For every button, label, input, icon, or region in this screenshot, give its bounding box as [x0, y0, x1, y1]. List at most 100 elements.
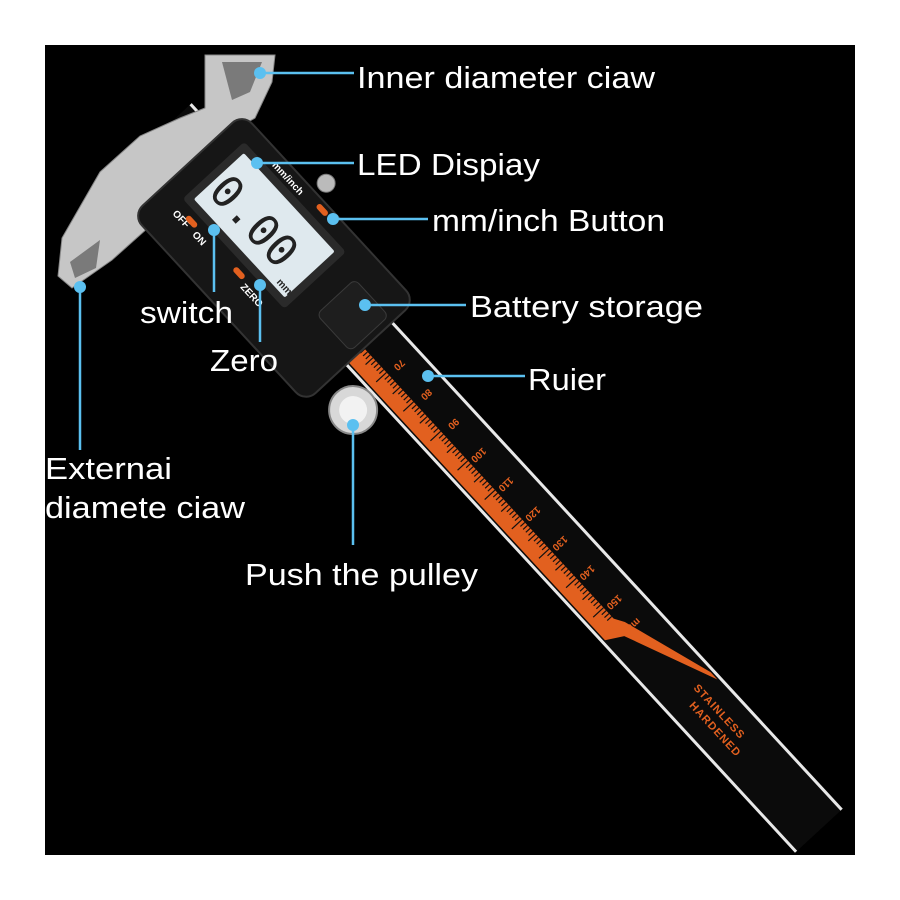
ruler-tick — [446, 445, 455, 454]
ruler-tick — [560, 566, 566, 572]
ruler-tick — [411, 404, 417, 410]
ruler-tick — [549, 554, 556, 560]
ruler-tick — [387, 377, 393, 383]
lcd-screen — [194, 153, 334, 297]
label-mm-inch-button: mm/inch Button — [432, 203, 665, 238]
label-pulley: Push the pulley — [245, 557, 479, 592]
ruler-tick — [384, 374, 390, 380]
label-battery: Battery storage — [470, 289, 703, 324]
ruler-tick — [576, 583, 583, 589]
ruler-tick — [579, 586, 585, 592]
ruler-tick — [601, 610, 607, 616]
ruler-tick — [465, 463, 471, 469]
ruler-tick — [419, 416, 428, 424]
ruler-tick — [536, 539, 542, 545]
ruler-tick — [592, 607, 604, 618]
ruler-tick — [527, 533, 537, 542]
ruler-tick — [378, 369, 385, 375]
ruler-tick — [547, 551, 553, 557]
ruler-tick — [444, 439, 450, 445]
ruler-tick — [433, 427, 439, 433]
ruler-tick — [430, 424, 436, 430]
ruler-tick — [406, 398, 412, 404]
ruler-tick — [392, 386, 401, 395]
ruler-tick — [606, 616, 613, 621]
ruler-tick — [373, 363, 379, 369]
ruler-tick — [425, 419, 431, 425]
ruler-tick — [430, 430, 442, 442]
battery-cover[interactable] — [317, 279, 389, 351]
ruler-tick — [538, 542, 545, 548]
ruler-tick — [427, 422, 433, 427]
ruler-tick — [519, 521, 526, 527]
ruler-tick — [487, 486, 493, 492]
leader-dots — [74, 67, 434, 431]
ruler-tick — [471, 469, 477, 474]
ruler-tick — [492, 492, 499, 498]
label-external-claw-2: diamete ciaw — [45, 490, 246, 525]
ruler-tick — [402, 401, 414, 412]
ruler-tick — [604, 613, 610, 619]
mm-inch-knob[interactable] — [313, 171, 338, 196]
ruler-tick — [595, 604, 602, 610]
inner-jaw-slot — [222, 62, 262, 100]
ruler-tick — [528, 530, 534, 536]
ruler-tick — [593, 601, 599, 607]
ruler-tick — [566, 571, 572, 577]
ruler-tick — [376, 366, 382, 372]
ruler-tick — [511, 519, 523, 530]
leader-lines — [78, 71, 525, 545]
ruler-tick — [514, 516, 520, 522]
zero-button[interactable] — [232, 266, 246, 280]
ruler-tick — [392, 383, 398, 389]
ruler-tick — [375, 372, 387, 383]
ruler-tick — [468, 466, 474, 472]
ruler-ticks — [359, 348, 613, 621]
ruler-tick — [541, 545, 547, 551]
label-switch: switch — [140, 295, 233, 330]
caliper-head-jaws — [57, 54, 276, 289]
ruler-tick — [501, 501, 507, 507]
ruler-tick — [457, 454, 463, 460]
ruler-tick — [400, 392, 406, 398]
ruler-tick — [454, 451, 461, 457]
ruler-tick — [479, 477, 485, 483]
ruler-tick — [533, 536, 539, 542]
ruler-tick — [403, 395, 409, 401]
ruler-tick — [522, 524, 528, 530]
ruler-tick — [582, 589, 588, 595]
ruler-tick — [498, 498, 504, 504]
ruler-tick — [511, 513, 518, 519]
ruler-tick — [460, 457, 466, 463]
ruler-tick — [552, 557, 558, 563]
mm-inch-button[interactable] — [315, 203, 329, 217]
ruler-tick — [555, 563, 564, 571]
pulley-highlight — [339, 396, 368, 425]
ruler-tick — [590, 598, 596, 604]
ruler-tick — [452, 448, 458, 454]
ruler-tick — [446, 442, 452, 448]
ruler-tick — [565, 577, 577, 589]
ruler-tick — [389, 380, 396, 386]
ruler-tick — [362, 351, 368, 357]
ruler-tick — [473, 474, 482, 483]
ruler-tick — [482, 480, 488, 486]
ruler-tick — [441, 436, 447, 442]
ruler-tick — [370, 360, 377, 366]
label-zero: Zero — [210, 343, 278, 378]
ruler-tick — [525, 527, 531, 533]
ruler-tick — [568, 574, 575, 580]
ruler-tick — [365, 354, 371, 360]
ruler-tick — [419, 413, 425, 419]
ruler-tick — [365, 357, 374, 365]
label-inner-claw: Inner diameter ciaw — [357, 60, 656, 95]
ruler-tick — [538, 548, 550, 559]
ruler-tick — [495, 495, 501, 501]
ruler-tick — [509, 510, 515, 516]
power-switch[interactable] — [185, 215, 199, 229]
ruler-tick — [484, 483, 490, 489]
display-unit: 0.00 mm mm/inch OFF ON ZERO — [137, 118, 411, 398]
ruler-tick — [574, 580, 580, 586]
outer-jaw-slot — [70, 240, 100, 278]
